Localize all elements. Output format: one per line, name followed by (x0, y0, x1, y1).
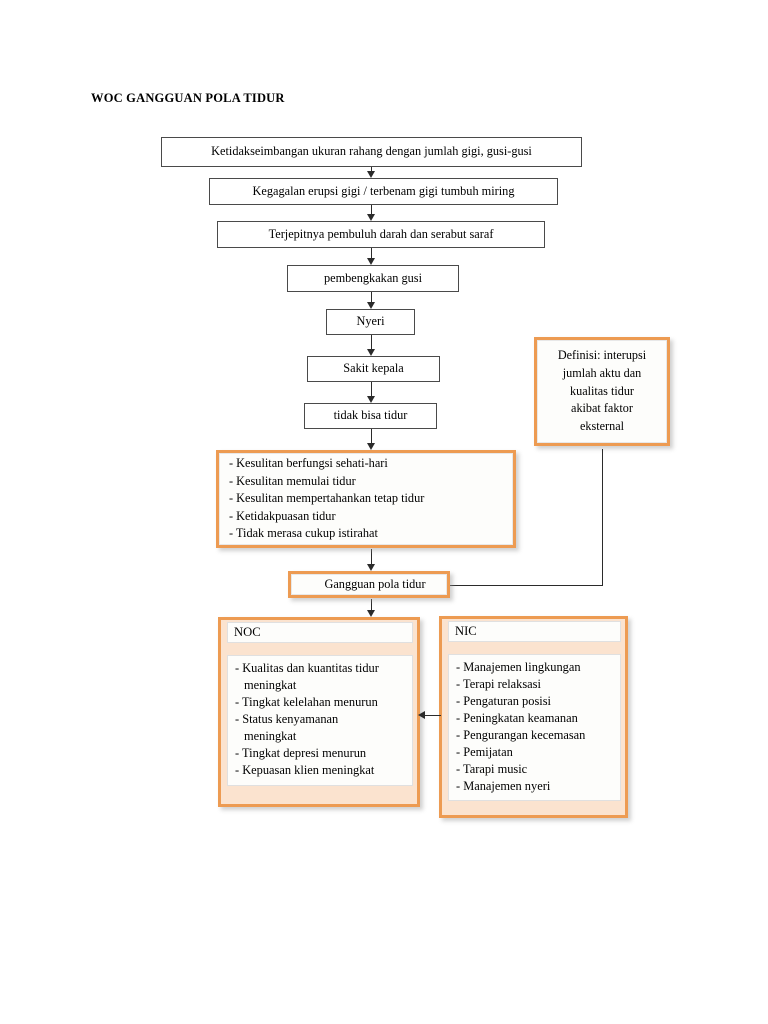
list-item: - Kesulitan mempertahankan tetap tidur (229, 491, 425, 506)
list-item: - Kualitas dan kuantitas tidur (235, 661, 379, 675)
list-item: meningkat (244, 728, 297, 743)
flow-node-kegagalan-erupsi: Kegagalan erupsi gigi / terbenam gigi tu… (209, 178, 558, 205)
noc-heading: NOC (234, 625, 261, 639)
list-item: - Status kenyamanan (235, 711, 339, 726)
list-item: - Ketidakpuasan tidur (229, 508, 336, 523)
list-item: - Tingkat depresi menurun (235, 745, 367, 760)
connector-arrowhead (367, 171, 375, 178)
connector-line (371, 599, 372, 610)
definition-line: eksternal (580, 419, 624, 434)
connector-arrowhead (367, 258, 375, 265)
list-item: - Pengurangan kecemasan (456, 727, 586, 742)
diagnosis-box: Gangguan pola tidur (288, 571, 450, 598)
flow-node-nyeri: Nyeri (326, 309, 415, 335)
nic-body: - Manajemen lingkungan - Terapi relaksas… (448, 654, 621, 801)
symptoms-box-inner: - Kesulitan berfungsi sehati-hari - Kesu… (219, 453, 513, 545)
connector-arrowhead (367, 349, 375, 356)
definition-line: kualitas tidur (570, 383, 634, 398)
flow-node-ketidakseimbangan: Ketidakseimbangan ukuran rahang dengan j… (161, 137, 582, 167)
noc-body: - Kualitas dan kuantitas tidur meningkat… (227, 655, 413, 786)
connector-arrowhead (367, 396, 375, 403)
definition-line: jumlah aktu dan (562, 365, 642, 380)
flow-node-label: Terjepitnya pembuluh darah dan serabut s… (268, 226, 494, 241)
list-item: - Manajemen nyeri (456, 778, 551, 793)
flow-node-sakit-kepala: Sakit kepala (307, 356, 440, 382)
noc-heading-box: NOC (227, 622, 413, 643)
diagnosis-box-inner: Gangguan pola tidur (291, 574, 447, 595)
flow-node-tidak-bisa-tidur: tidak bisa tidur (304, 403, 437, 429)
connector-line (371, 205, 372, 214)
list-item: - Kepuasan klien meningkat (235, 762, 375, 777)
connector-line (371, 248, 372, 258)
connector-arrowhead (367, 610, 375, 617)
flow-node-pembengkakan-gusi: pembengkakan gusi (287, 265, 459, 292)
definition-line: akibat faktor (571, 401, 633, 416)
connector-line (371, 429, 372, 443)
connector-arrowhead (367, 302, 375, 309)
nic-heading-box: NIC (448, 621, 621, 642)
list-item: - Pemijatan (456, 744, 513, 759)
list-item: - Pengaturan posisi (456, 693, 551, 708)
list-item: - Terapi relaksasi (456, 676, 541, 691)
list-item: - Tingkat kelelahan menurun (235, 694, 378, 709)
connector-line (371, 549, 372, 564)
list-item: - Kesulitan memulai tidur (229, 473, 356, 488)
connector-line (371, 292, 372, 302)
definition-box: Definisi: interupsi jumlah aktu dan kual… (534, 337, 670, 446)
definition-line: Definisi: interupsi (557, 347, 647, 362)
connector-arrowhead-nic-to-noc (418, 711, 425, 719)
list-item: - Peningkatan keamanan (456, 710, 578, 725)
connector-arrowhead (367, 564, 375, 571)
connector-line (371, 335, 372, 349)
list-item: - Tidak merasa cukup istirahat (229, 526, 378, 541)
connector-arrowhead (367, 214, 375, 221)
page-title: WOC GANGGUAN POLA TIDUR (91, 91, 285, 105)
symptoms-box: - Kesulitan berfungsi sehati-hari - Kesu… (216, 450, 516, 548)
list-item: meningkat (244, 677, 297, 692)
connector-line-definition-vertical (602, 449, 603, 586)
flow-node-label: Kegagalan erupsi gigi / terbenam gigi tu… (252, 183, 515, 198)
connector-line-nic-to-noc (424, 715, 441, 716)
flow-node-label: Sakit kepala (343, 361, 404, 376)
connector-line-definition-horizontal (450, 585, 603, 586)
definition-box-inner: Definisi: interupsi jumlah aktu dan kual… (537, 340, 667, 443)
list-item: - Manajemen lingkungan (456, 660, 581, 674)
flow-node-label: pembengkakan gusi (323, 270, 422, 285)
flow-node-label: Ketidakseimbangan ukuran rahang dengan j… (211, 144, 532, 159)
list-item: - Tarapi music (456, 761, 528, 776)
flow-node-label: tidak bisa tidur (333, 408, 408, 423)
flow-node-terjepitnya: Terjepitnya pembuluh darah dan serabut s… (217, 221, 545, 248)
list-item: - Kesulitan berfungsi sehati-hari (229, 456, 388, 471)
connector-line (371, 167, 372, 173)
connector-arrowhead (367, 443, 375, 450)
connector-line (371, 382, 372, 396)
nic-heading: NIC (455, 624, 477, 638)
diagnosis-label: Gangguan pola tidur (324, 577, 426, 591)
flow-node-label: Nyeri (356, 314, 385, 329)
